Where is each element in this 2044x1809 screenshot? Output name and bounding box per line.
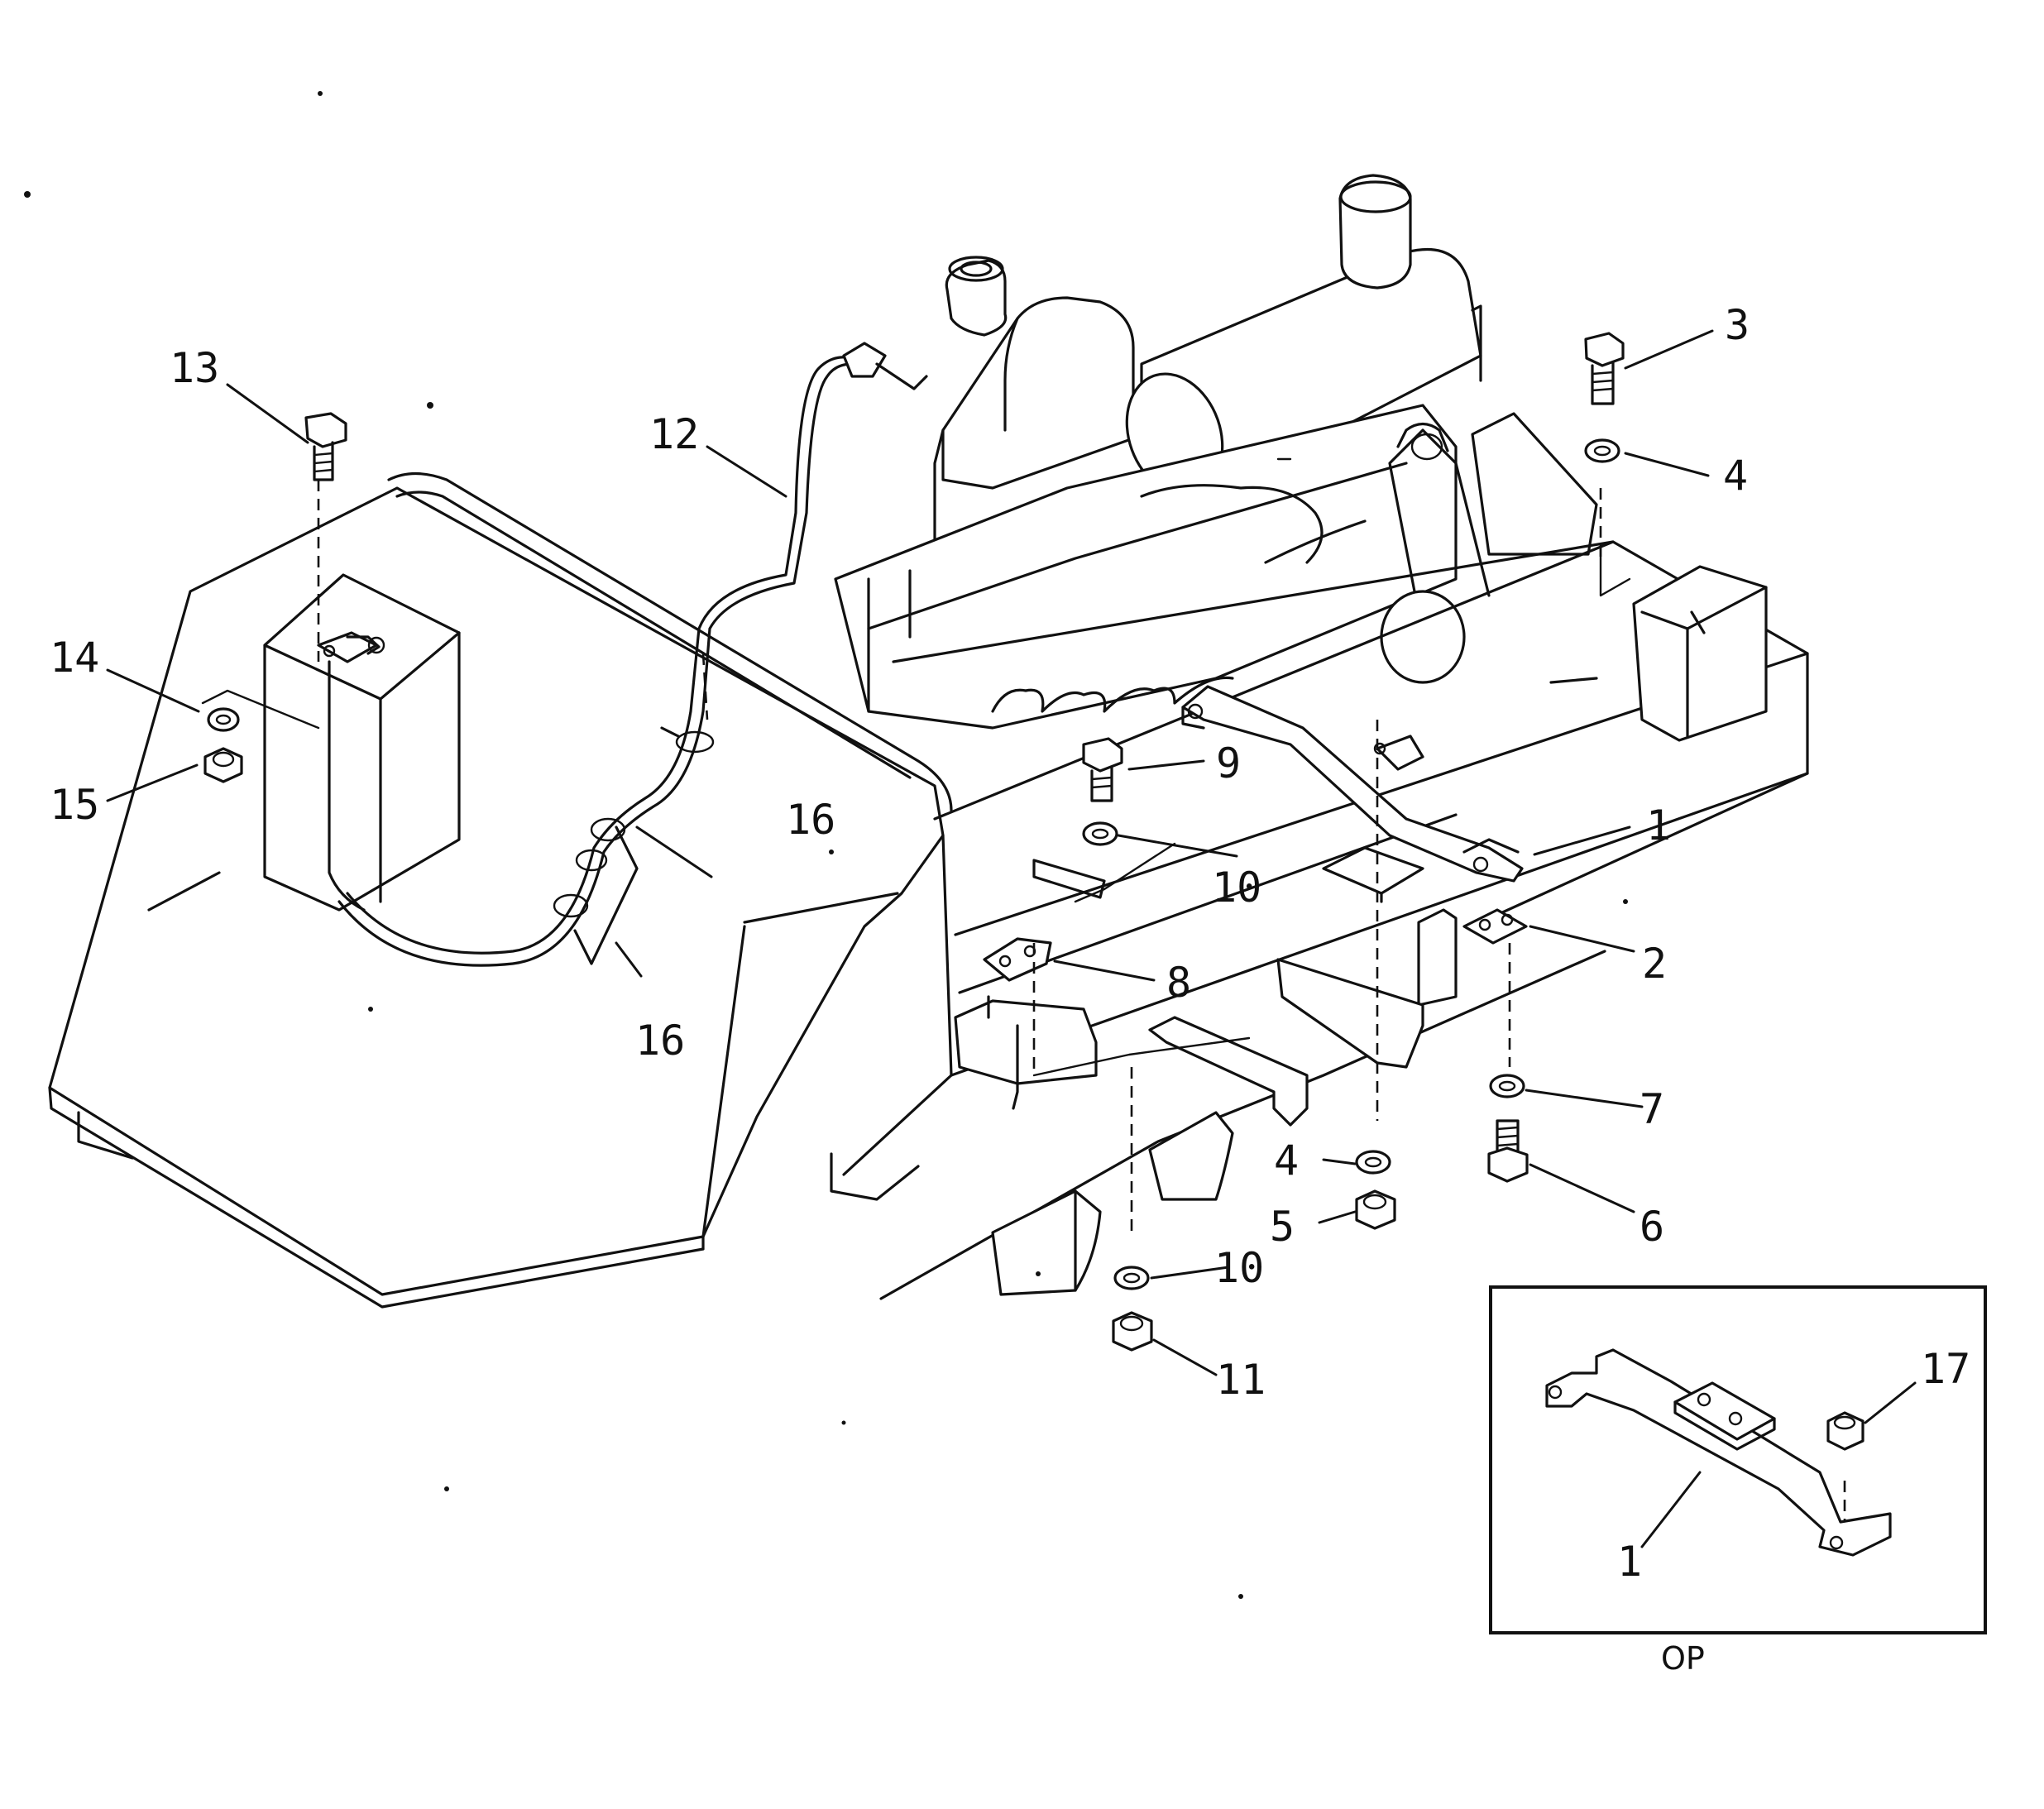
callout-2: 2 bbox=[1642, 940, 1667, 988]
callout-numbers: 13 14 15 12 16 16 3 4 9 10 1 2 8 7 6 4 5… bbox=[50, 301, 1750, 1404]
op-inset: 17 1 OP bbox=[1489, 1285, 1987, 1677]
scan-specks bbox=[24, 91, 1628, 1599]
inset-callout-1: 1 bbox=[1617, 1538, 1642, 1586]
callout-16-upper: 16 bbox=[786, 796, 835, 844]
inset-frame bbox=[1489, 1285, 1987, 1634]
callout-4-lower: 4 bbox=[1274, 1137, 1299, 1184]
callout-15: 15 bbox=[50, 781, 99, 829]
callout-1: 1 bbox=[1646, 802, 1671, 849]
callout-10-lower: 10 bbox=[1214, 1244, 1264, 1292]
fasteners bbox=[203, 332, 1625, 1352]
main-frame bbox=[879, 540, 1809, 1300]
callout-9: 9 bbox=[1216, 739, 1241, 787]
callout-7: 7 bbox=[1640, 1085, 1664, 1133]
callout-3: 3 bbox=[1725, 301, 1750, 349]
callout-4-upper: 4 bbox=[1723, 452, 1748, 500]
assembly-lines bbox=[201, 457, 1846, 1534]
callout-8: 8 bbox=[1166, 959, 1191, 1007]
callout-13: 13 bbox=[170, 344, 219, 392]
callout-10-upper: 10 bbox=[1212, 864, 1261, 912]
battery-box bbox=[263, 573, 461, 912]
left-housing bbox=[48, 471, 953, 1309]
inset-callout-17: 17 bbox=[1921, 1345, 1970, 1393]
cable-harness bbox=[337, 342, 928, 967]
callout-14: 14 bbox=[50, 634, 99, 682]
callout-leaders bbox=[106, 329, 1714, 1376]
engine-assembly bbox=[834, 174, 1598, 730]
callout-5: 5 bbox=[1270, 1203, 1295, 1251]
mount-brackets bbox=[954, 685, 1528, 1127]
callout-6: 6 bbox=[1640, 1203, 1664, 1251]
callout-11: 11 bbox=[1216, 1356, 1266, 1404]
callout-16-lower: 16 bbox=[635, 1017, 685, 1065]
callout-12: 12 bbox=[649, 410, 699, 458]
inset-label-op: OP bbox=[1661, 1640, 1705, 1677]
